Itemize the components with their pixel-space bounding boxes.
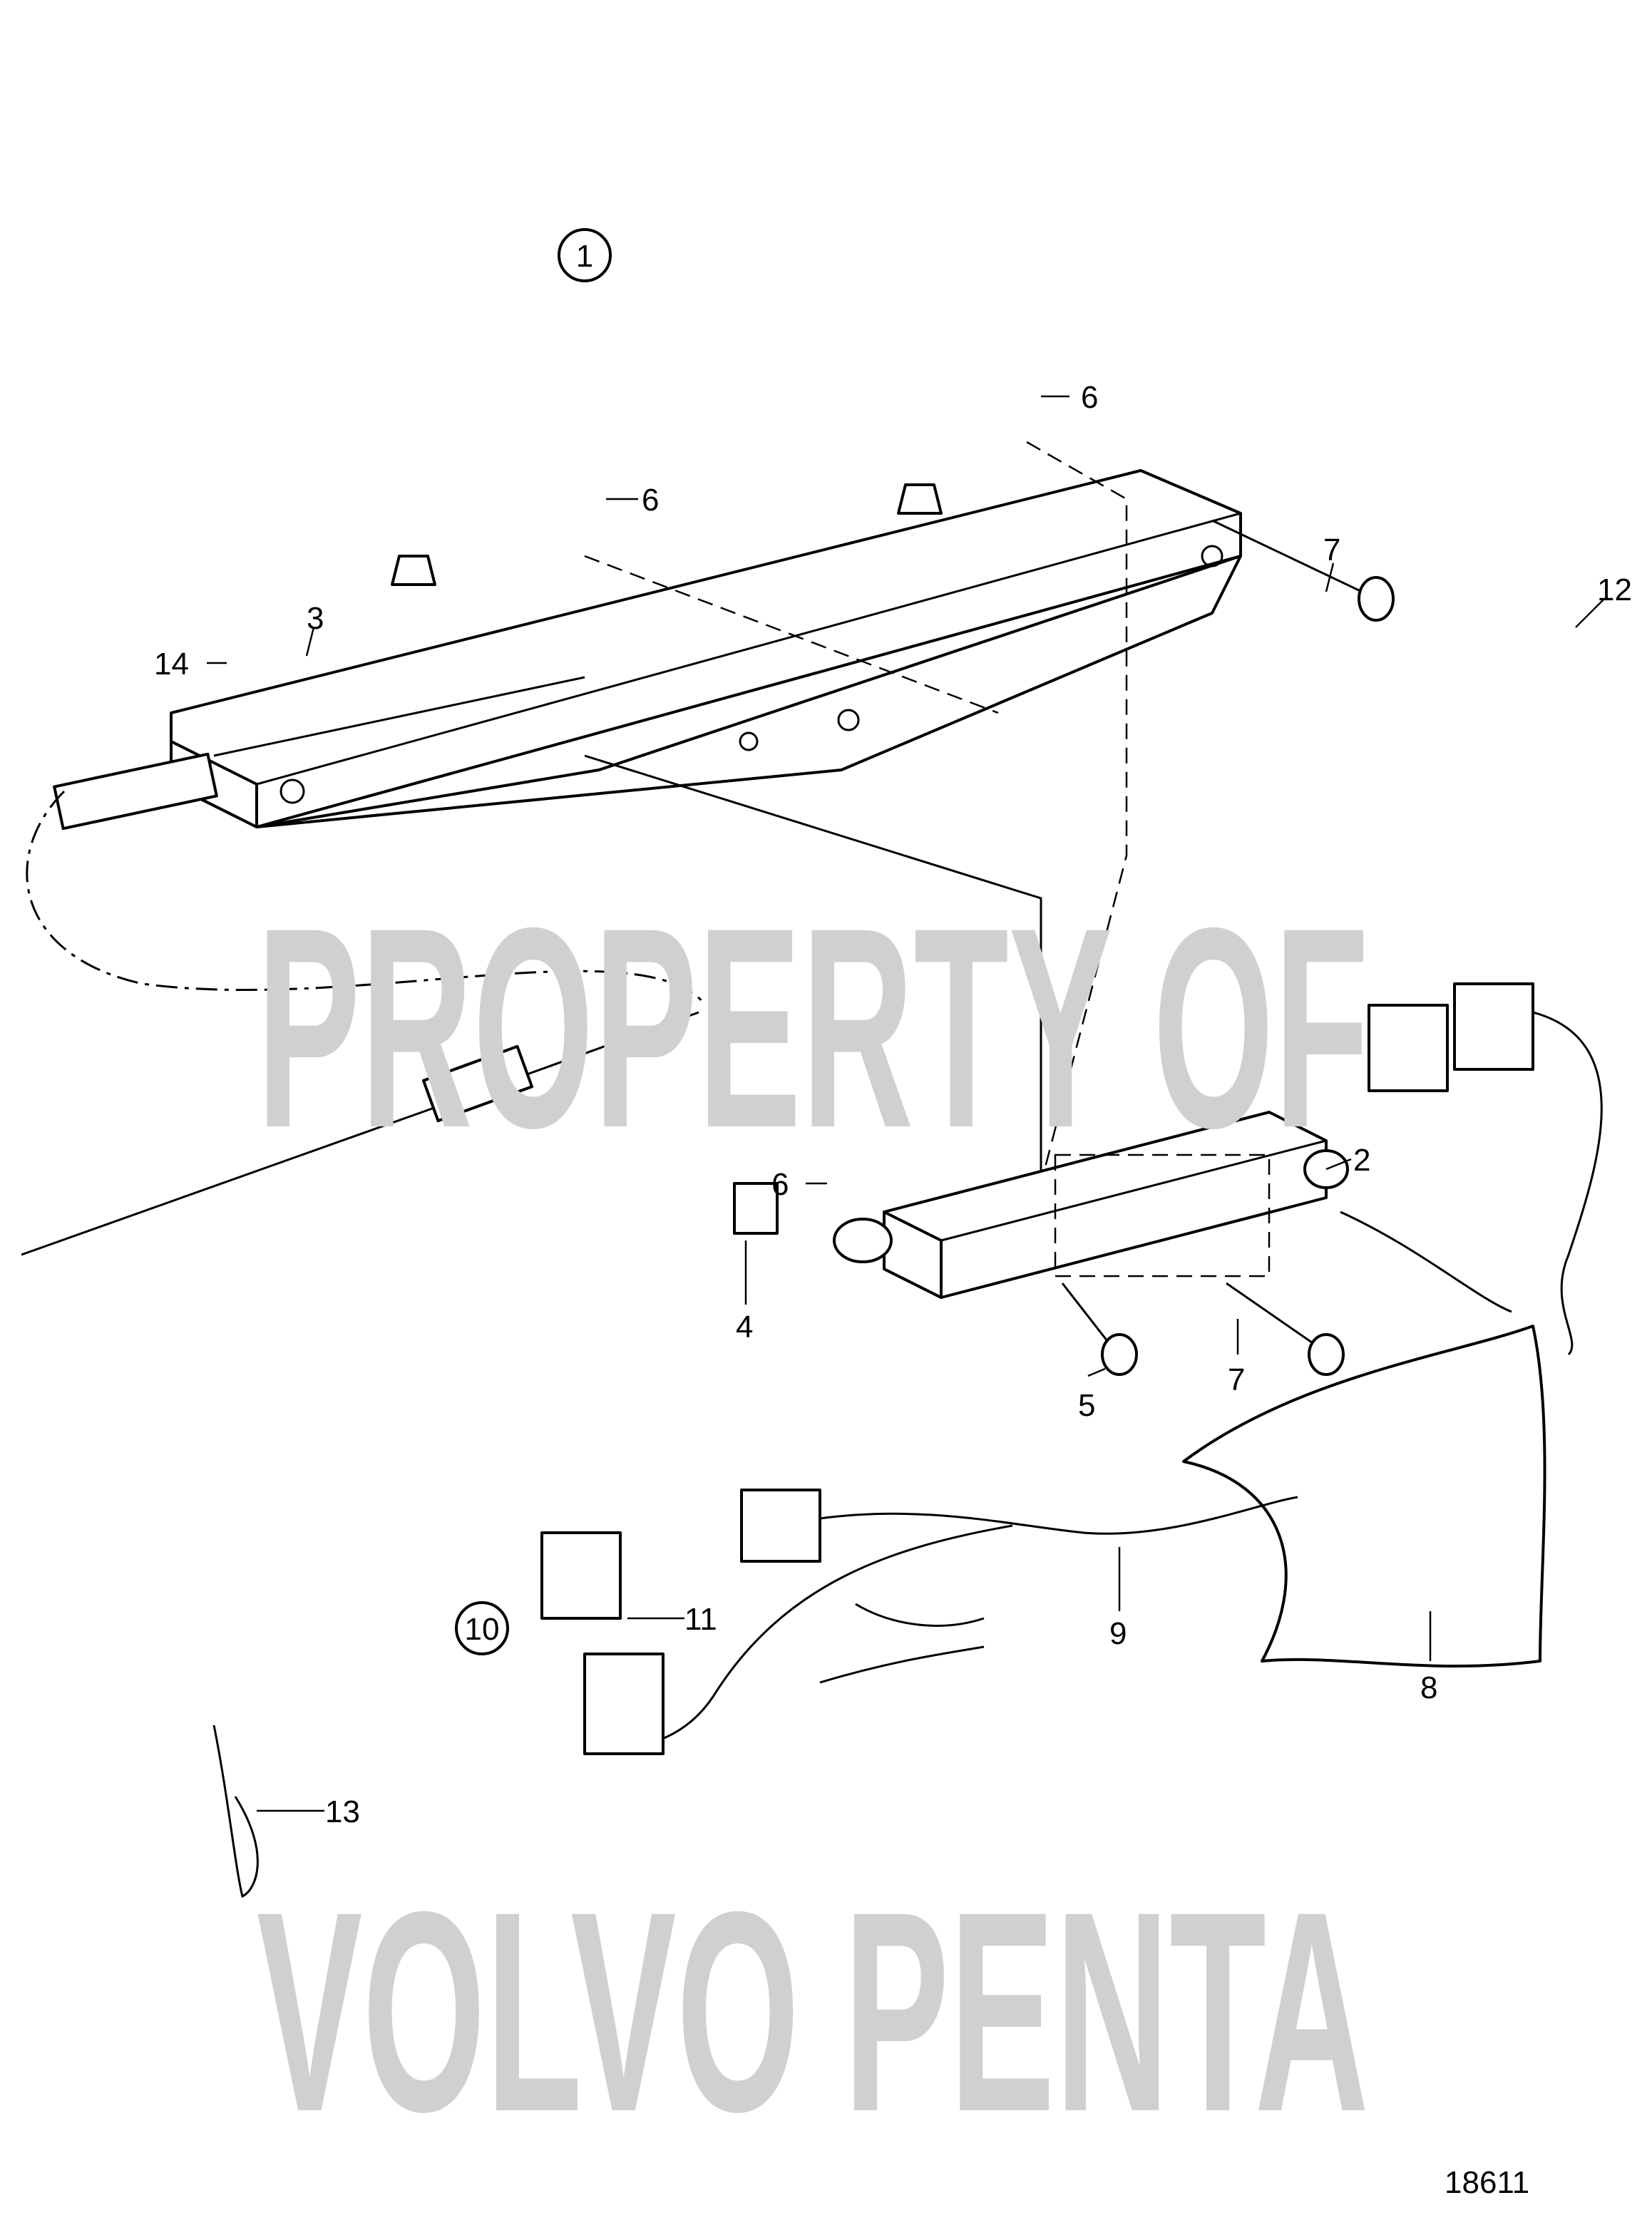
callout-12: 12 (1597, 572, 1632, 607)
callout-7: 7 (1323, 533, 1340, 567)
cover-sheet (1182, 1325, 1546, 1668)
callout-labels: 6 6 3 14 7 12 6 2 4 5 7 9 11 8 13 (154, 380, 1632, 1829)
pin-7-lower (1226, 1282, 1345, 1376)
callout-2: 2 (1353, 1143, 1370, 1178)
svg-text:VOLVO PENTA: VOLVO PENTA (257, 1852, 1369, 2171)
svg-text:10: 10 (465, 1612, 500, 1647)
callout-11: 11 (684, 1602, 717, 1637)
svg-text:1: 1 (576, 239, 593, 274)
callout-8: 8 (1420, 1670, 1437, 1705)
callout-13: 13 (325, 1794, 360, 1829)
group-marker-10: 10 (455, 1601, 509, 1655)
callout-6: 6 (771, 1167, 789, 1202)
callout-5: 5 (1078, 1388, 1095, 1423)
watermark: PROPERTY OF VOLVO PENTA (257, 868, 1369, 2171)
pin-5 (1061, 1283, 1138, 1376)
actuator (833, 1111, 1349, 1299)
callout-3: 3 (307, 601, 324, 636)
pin-7-upper (1211, 519, 1395, 622)
leader-lines (207, 395, 1605, 1812)
figure-number: 18611 (1445, 2165, 1529, 2200)
wiring-harness (540, 1489, 1298, 1755)
mounting-beam (53, 469, 1242, 831)
callout-9: 9 (1109, 1616, 1127, 1651)
connector-harness-upper (1368, 982, 1603, 1356)
group-marker-1: 1 (558, 228, 612, 282)
callout-6: 6 (642, 483, 659, 518)
callout-6: 6 (1081, 380, 1098, 415)
callout-14: 14 (154, 647, 189, 682)
cable-tie (212, 1725, 259, 1898)
callout-4: 4 (736, 1310, 753, 1345)
callout-7: 7 (1228, 1362, 1245, 1397)
svg-text:PROPERTY OF: PROPERTY OF (257, 868, 1369, 1187)
control-cable (21, 754, 1042, 1256)
plate-4 (733, 1182, 779, 1235)
